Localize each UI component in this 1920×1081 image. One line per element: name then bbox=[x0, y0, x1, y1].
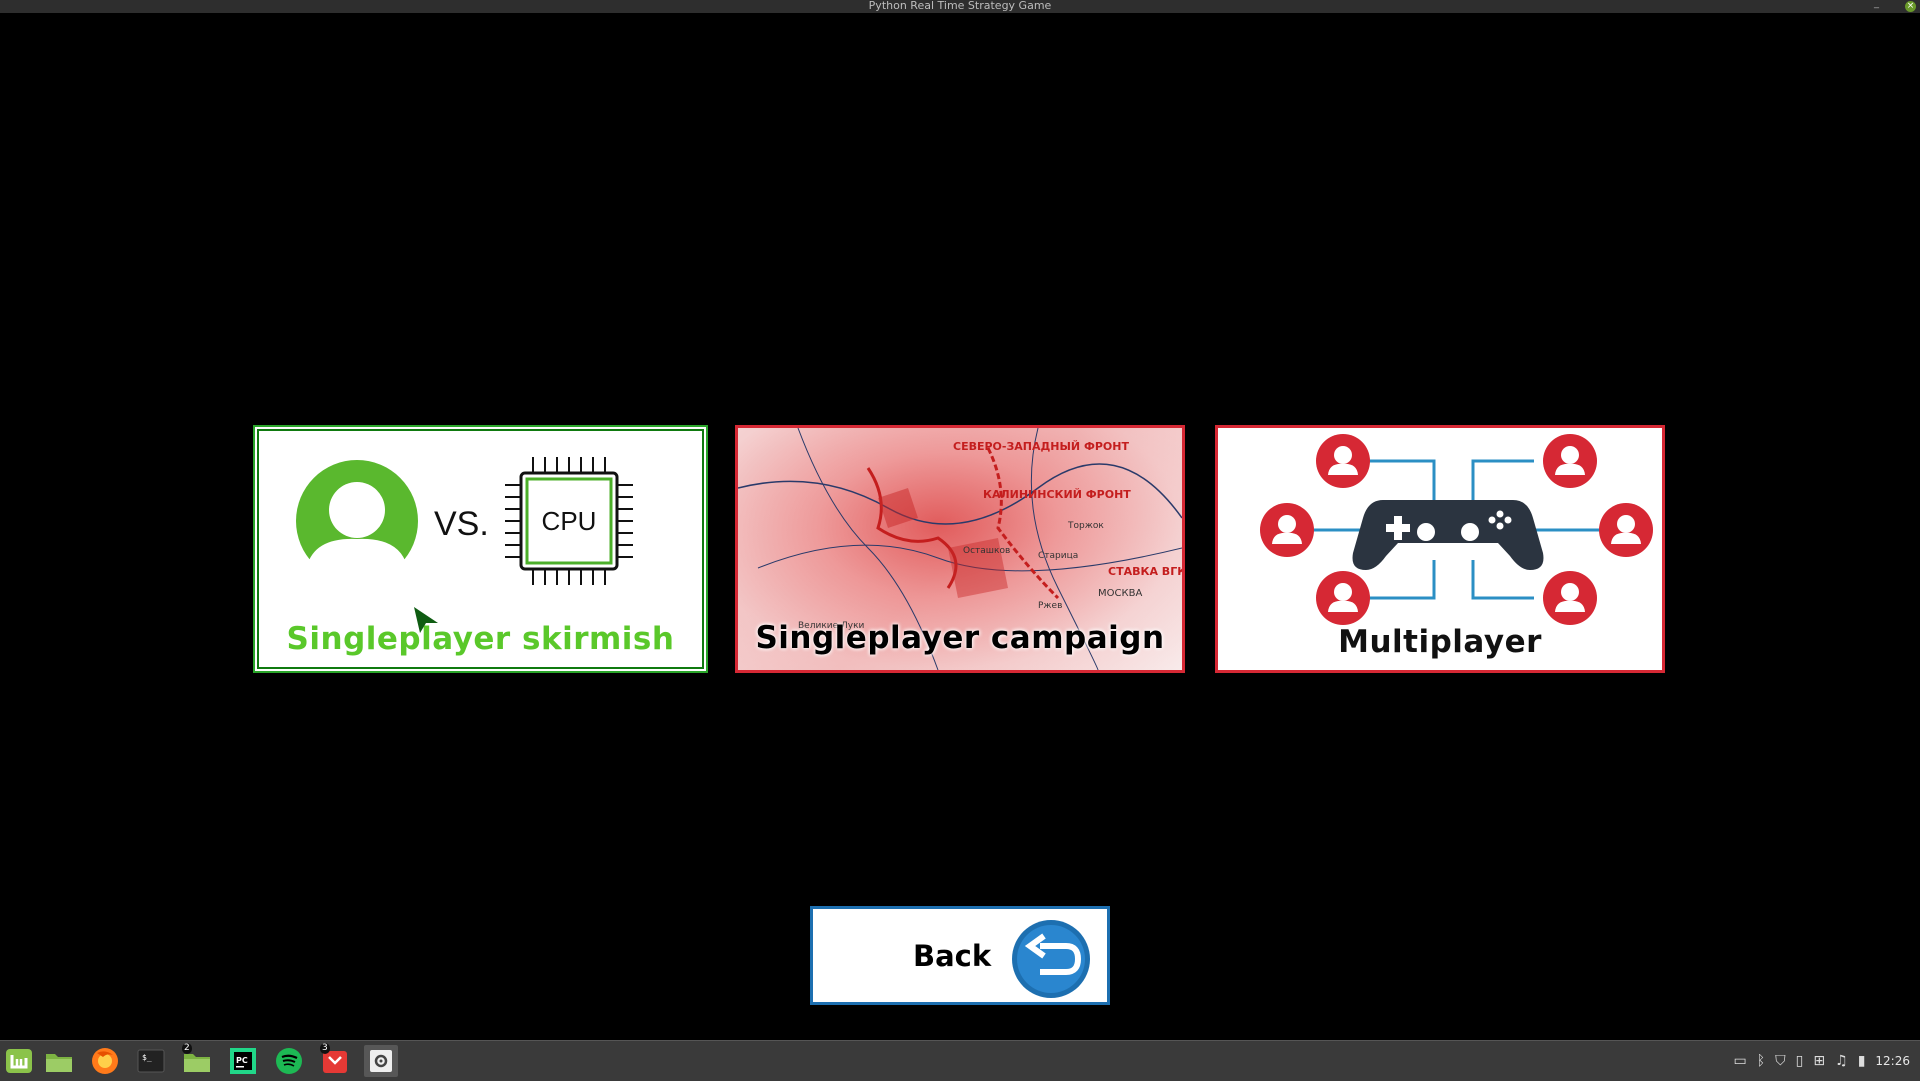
singleplayer-campaign-button[interactable]: СЕВЕРО-ЗАПАДНЫЙ ФРОНТ КАЛИНИНСКИЙ ФРОНТ … bbox=[735, 425, 1185, 673]
multiplayer-illustration bbox=[1260, 434, 1653, 625]
singleplayer-skirmish-button[interactable]: VS. CPU Singleplayer skirmish bbox=[253, 425, 708, 673]
player-avatar-icon bbox=[296, 460, 418, 583]
back-button[interactable]: Back bbox=[810, 906, 1110, 1005]
clock[interactable]: 12:26 bbox=[1875, 1054, 1910, 1068]
taskbar-badge: 3 bbox=[320, 1043, 330, 1054]
gamepad-icon bbox=[1352, 500, 1544, 570]
update-icon[interactable]: ▯ bbox=[1795, 1053, 1804, 1069]
map-label-rzhev: Ржев bbox=[1038, 601, 1062, 611]
terminal-icon[interactable]: $_ bbox=[134, 1045, 168, 1077]
taskbar-badge: 2 bbox=[182, 1043, 192, 1054]
firefox-icon[interactable] bbox=[88, 1045, 122, 1077]
system-taskbar: $_ 2 PC 3 ▭ ᛒ ⛉ ▯ ⊞ ♫ ▮ 12:26 bbox=[0, 1040, 1920, 1081]
multiplayer-button[interactable]: Multiplayer bbox=[1215, 425, 1665, 673]
map-label-nw-front: СЕВЕРО-ЗАПАДНЫЙ ФРОНТ bbox=[953, 440, 1129, 453]
skirmish-label: Singleplayer skirmish bbox=[286, 621, 675, 657]
display-icon[interactable]: ▭ bbox=[1733, 1053, 1747, 1069]
mint-menu-icon[interactable] bbox=[2, 1045, 36, 1077]
minimize-button[interactable]: _ bbox=[1874, 0, 1879, 9]
window-title: Python Real Time Strategy Game bbox=[868, 0, 1052, 12]
cpu-chip-icon: CPU bbox=[505, 457, 633, 585]
app-3-icon[interactable]: 3 bbox=[318, 1043, 352, 1077]
bluetooth-icon[interactable]: ᛒ bbox=[1756, 1053, 1766, 1069]
shield-icon[interactable]: ⛉ bbox=[1775, 1053, 1786, 1069]
game-canvas: VS. CPU Singleplayer skirmish bbox=[0, 13, 1920, 1040]
map-label-velikie-luki: Великие Луки bbox=[798, 621, 865, 631]
multiplayer-label: Multiplayer bbox=[1338, 624, 1542, 660]
map-label-kalinin-front: КАЛИНИНСКИЙ ФРОНТ bbox=[983, 488, 1131, 501]
mouse-cursor-icon bbox=[414, 607, 438, 633]
battery-icon[interactable]: ▮ bbox=[1857, 1053, 1866, 1069]
map-label-torzhok: Торжок bbox=[1067, 521, 1104, 531]
sound-icon[interactable]: ♫ bbox=[1835, 1053, 1848, 1069]
network-lines bbox=[1287, 459, 1604, 600]
svg-text:PC: PC bbox=[236, 1056, 248, 1065]
window-titlebar[interactable]: Python Real Time Strategy Game _ × bbox=[0, 0, 1920, 13]
skirmish-illustration: VS. CPU bbox=[296, 457, 633, 585]
files-folder-2-icon[interactable]: 2 bbox=[180, 1043, 214, 1077]
files-folder-icon[interactable] bbox=[42, 1045, 76, 1077]
vs-text: VS. bbox=[434, 505, 489, 543]
back-label: Back bbox=[913, 939, 992, 973]
close-button[interactable]: × bbox=[1905, 1, 1916, 12]
game-window-taskbar-item[interactable] bbox=[364, 1045, 398, 1077]
pycharm-icon[interactable]: PC bbox=[226, 1045, 260, 1077]
map-label-staritsa: Старица bbox=[1038, 551, 1078, 561]
svg-text:$_: $_ bbox=[142, 1053, 152, 1062]
player-icons bbox=[1260, 434, 1653, 625]
map-label-moscow: МОСКВА bbox=[1098, 588, 1142, 599]
map-label-stavka: СТАВКА ВГК bbox=[1108, 565, 1182, 578]
cpu-text: CPU bbox=[542, 506, 597, 536]
system-tray: ▭ ᛒ ⛉ ▯ ⊞ ♫ ▮ 12:26 bbox=[1734, 1041, 1910, 1081]
back-arrow-icon bbox=[1012, 920, 1090, 998]
campaign-map-overlay: СЕВЕРО-ЗАПАДНЫЙ ФРОНТ КАЛИНИНСКИЙ ФРОНТ … bbox=[738, 428, 1182, 670]
campaign-map-image bbox=[738, 428, 1182, 670]
map-label-ostashkov: Осташков bbox=[963, 546, 1010, 556]
spotify-icon[interactable] bbox=[272, 1045, 306, 1077]
network-icon[interactable]: ⊞ bbox=[1813, 1053, 1826, 1069]
campaign-label: Singleplayer campaign bbox=[755, 620, 1165, 656]
